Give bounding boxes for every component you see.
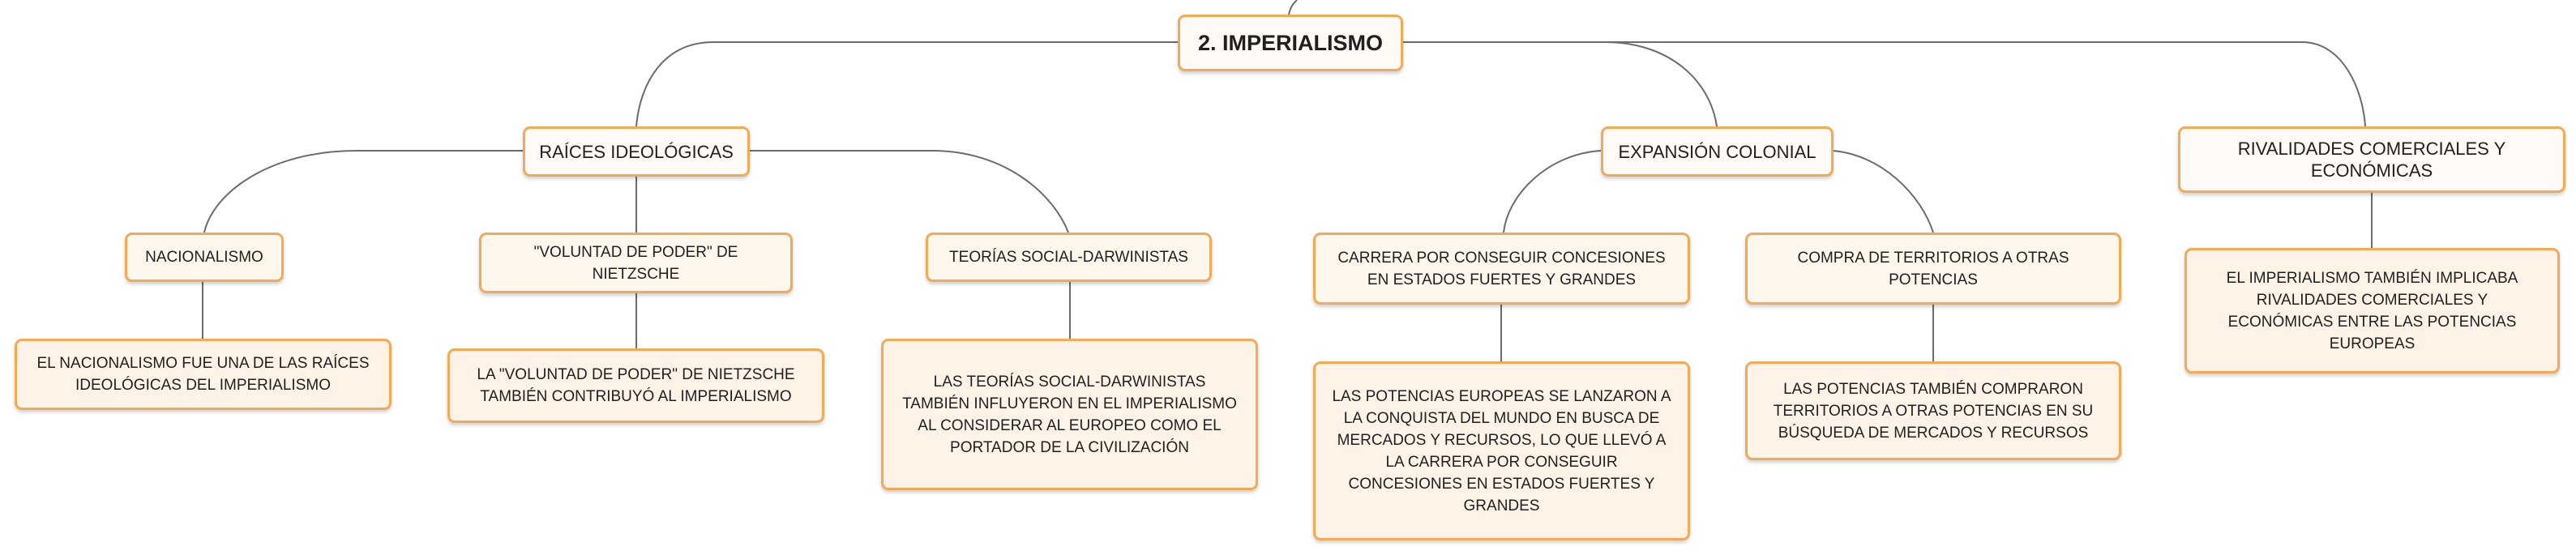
node-carrera-concesiones-desc[interactable]: LAS POTENCIAS EUROPEAS SE LANZARON A LA … — [1313, 361, 1690, 540]
node-teorias-social-darwinistas-desc[interactable]: LAS TEORÍAS SOCIAL-DARWINISTAS TAMBIÉN I… — [881, 339, 1258, 490]
connector-expansion-compra — [1831, 150, 1934, 233]
connector-raices-nacionalismo — [203, 150, 523, 233]
connector-raices-darwinismo — [748, 150, 1069, 233]
node-nacionalismo[interactable]: NACIONALISMO — [125, 233, 284, 282]
node-nacionalismo-desc[interactable]: EL NACIONALISMO FUE UNA DE LAS RAÍCES ID… — [15, 339, 392, 410]
node-compra-territorios-desc[interactable]: LAS POTENCIAS TAMBIÉN COMPRARON TERRITOR… — [1745, 361, 2121, 460]
connector-root-rivalidades — [1401, 41, 2366, 127]
node-compra-territorios[interactable]: COMPRA DE TERRITORIOS A OTRAS POTENCIAS — [1745, 233, 2121, 305]
node-rivalidades-desc[interactable]: EL IMPERIALISMO TAMBIÉN IMPLICABA RIVALI… — [2184, 248, 2560, 374]
node-carrera-concesiones[interactable]: CARRERA POR CONSEGUIR CONCESIONES EN EST… — [1313, 233, 1690, 305]
node-teorias-social-darwinistas[interactable]: TEORÍAS SOCIAL-DARWINISTAS — [926, 233, 1212, 282]
connector-root-parent — [1288, 0, 1298, 15]
node-rivalidades[interactable]: RIVALIDADES COMERCIALES Y ECONÓMICAS — [2178, 126, 2565, 193]
connector-root-expansion — [1401, 41, 1718, 127]
node-voluntad-de-poder-desc[interactable]: LA "VOLUNTAD DE PODER" DE NIETZSCHE TAMB… — [447, 348, 824, 423]
connector-root-raices — [635, 41, 1178, 127]
node-root[interactable]: 2. IMPERIALISMO — [1178, 15, 1403, 71]
node-raices-ideologicas[interactable]: RAÍCES IDEOLÓGICAS — [523, 126, 750, 177]
connector-expansion-carrera — [1503, 150, 1602, 233]
node-voluntad-de-poder[interactable]: "VOLUNTAD DE PODER" DE NIETZSCHE — [479, 233, 793, 293]
node-expansion-colonial[interactable]: EXPANSIÓN COLONIAL — [1601, 126, 1834, 177]
